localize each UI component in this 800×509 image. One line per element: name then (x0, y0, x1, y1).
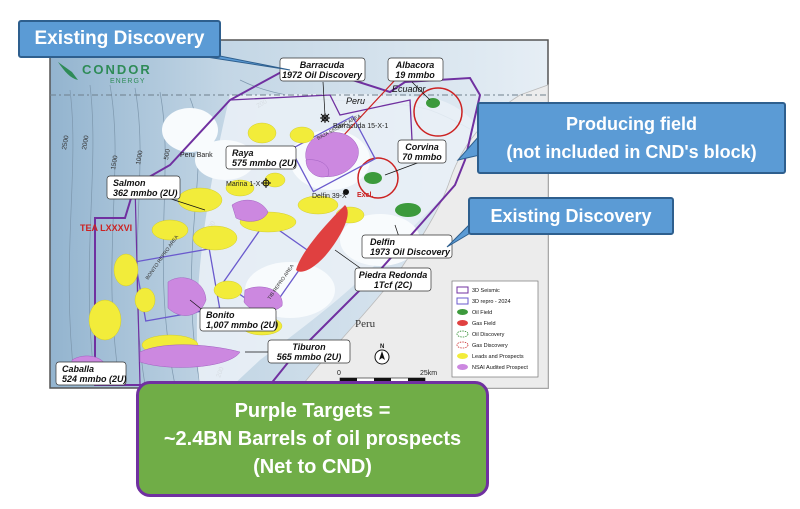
north-label: N (380, 344, 384, 350)
albacora-ring (413, 87, 463, 137)
legend-swatch-leads (457, 353, 468, 359)
prospect-name-corvina: Corvina (405, 142, 439, 152)
legend-label-oil-field: Oil Field (472, 310, 492, 316)
callout-producing-field: Producing field (not included in CND's b… (477, 102, 786, 174)
legend-swatch-3d-repro (456, 297, 469, 305)
prospect-name-caballa: Caballa (62, 364, 94, 374)
callout-existing-discovery-1-text: Existing Discovery (34, 28, 205, 49)
prospect-value-bonito: 1,007 mmbo (2U) (206, 320, 278, 330)
legend-swatch-gas-field (457, 320, 468, 326)
legend-label-gas-field: Gas Field (472, 321, 496, 327)
country-ecuador: Ecuador (392, 84, 427, 94)
callout-producing-line1: Producing field (565, 114, 697, 134)
prospect-name-bonito: Bonito (206, 310, 235, 320)
well-label-delfin: Delfin 39-X (312, 193, 347, 200)
contour-label-2000: 2000 (81, 135, 90, 151)
logo-line2: ENERGY (110, 78, 146, 85)
repro-area-baja (289, 115, 377, 193)
block-inner-edge (134, 184, 141, 386)
prospect-value-piedra: 1Tcf (2C) (374, 280, 412, 290)
excl-label: Excl. (357, 192, 373, 199)
well-label-barracuda: Barracuda 15-X-1 (333, 123, 388, 130)
label-box-caballa (55, 361, 127, 386)
legend-label-gas-discovery: Gas Discovery (472, 343, 508, 349)
prospect-value-salmon: 362 mmbo (2U) (113, 188, 178, 198)
callout-existing-discovery-2: Existing Discovery (468, 197, 674, 235)
callout-purple-line3: (Net to CND) (253, 456, 372, 478)
callout-purple-targets: Purple Targets = ~2.4BN Barrels of oil p… (136, 381, 489, 497)
prospect-name-tiburon: Tiburon (292, 342, 326, 352)
legend-swatch-3d-seismic (456, 286, 469, 294)
label-box-bonito (199, 307, 277, 332)
legend-swatch-gas-discovery (456, 341, 469, 349)
callout-existing-discovery-1: Existing Discovery (18, 20, 221, 58)
legend-swatch-oil-field (457, 309, 468, 315)
label-box-piedra (354, 267, 432, 292)
callout-purple-line1: Purple Targets = (234, 400, 391, 422)
legend-swatch-oil-discovery (456, 330, 469, 338)
callout-existing-discovery-2-text: Existing Discovery (490, 205, 652, 226)
legend-label-3d-repro: 3D repro - 2024 (472, 299, 511, 305)
legend-swatch-nsai (457, 364, 468, 370)
prospect-labels: Barracuda 1972 Oil Discovery Albacora 19… (55, 57, 453, 386)
prospect-name-barracuda: Barracuda (300, 60, 345, 70)
label-box-barracuda (279, 57, 366, 82)
well-label-marina: Marina 1-X (226, 181, 261, 188)
label-box-tiburon (267, 339, 351, 364)
legend-label-leads: Leads and Prospects (472, 354, 524, 360)
contour-label-500: 500 (163, 148, 172, 160)
label-box-delfin (361, 234, 453, 259)
corvina-field (364, 172, 382, 184)
prospect-value-tiburon: 565 mmbo (2U) (277, 352, 342, 362)
prospect-value-delfin: 1973 Oil Discovery (370, 247, 451, 257)
north-arrow-icon (374, 349, 390, 365)
label-box-raya (225, 145, 297, 170)
albacora-field (426, 98, 440, 108)
nsai-audited-prospects (71, 132, 359, 377)
prospect-name-raya: Raya (232, 148, 254, 158)
corvina-ring (357, 157, 399, 199)
legend-label-nsai: NSAI Audited Prospect (472, 365, 528, 371)
label-box-salmon (106, 175, 181, 200)
country-peru-south: Peru (355, 318, 376, 330)
prospect-name-piedra: Piedra Redonda (359, 270, 428, 280)
condor-logo-icon (58, 62, 78, 80)
legend-label-oil-discovery: Oil Discovery (472, 332, 505, 338)
prospect-value-albacora: 19 mmbo (395, 70, 435, 80)
legend-label-3d-seismic: 3D Seismic (472, 288, 500, 294)
prospect-name-delfin: Delfin (370, 237, 396, 247)
prospect-value-raya: 575 mmbo (2U) (232, 158, 297, 168)
label-box-albacora (387, 57, 444, 82)
block-name: TEA LXXXVI (80, 223, 132, 233)
area-peru-bank: Peru Bank (180, 152, 213, 159)
legend-box (451, 280, 539, 378)
map-legend: 3D Seismic 3D repro - 2024 Oil Field Gas… (451, 280, 539, 378)
contour-label-1000: 1000 (135, 150, 144, 166)
callout-producing-line2: (not included in CND's block) (506, 142, 757, 162)
coastal-oil-field (395, 203, 421, 217)
scale-end: 25km (420, 370, 437, 377)
prospect-value-corvina: 70 mmbo (402, 152, 442, 162)
well-markers (261, 113, 349, 195)
label-box-corvina (397, 139, 447, 164)
country-peru-north: Peru (346, 96, 365, 106)
contour-label-2500: 2500 (61, 135, 70, 151)
scale-start: 0 (337, 370, 341, 377)
callout-purple-line2: ~2.4BN Barrels of oil prospects (163, 428, 462, 450)
contour-label-1500: 1500 (110, 155, 119, 171)
prospect-name-albacora: Albacora (395, 60, 435, 70)
prospect-value-caballa: 524 mmbo (2U) (62, 374, 127, 384)
prospect-value-barracuda: 1972 Oil Discovery (282, 70, 363, 80)
logo-line1: CONDOR (82, 62, 152, 77)
piedra-redonda-gas-field (296, 205, 348, 272)
prospect-name-salmon: Salmon (113, 178, 146, 188)
